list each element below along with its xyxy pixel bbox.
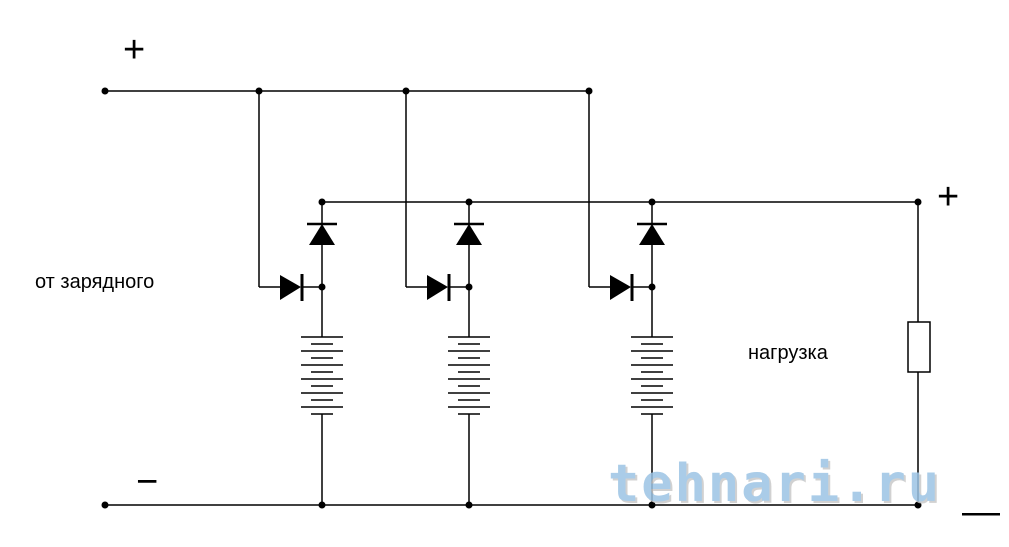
junction-dot: [318, 501, 326, 509]
charge-diode-icon: [610, 275, 631, 300]
junction-dot: [318, 198, 326, 206]
output-plus-label: +: [937, 176, 960, 218]
input-plus-label: +: [123, 29, 146, 71]
junction-dot: [648, 198, 656, 206]
discharge-diode-icon: [639, 224, 665, 245]
output-minus-label: —: [962, 491, 1000, 533]
watermark: tehnari.ru: [608, 454, 942, 514]
load-label: нагрузка: [748, 342, 828, 364]
junction-dot: [648, 501, 656, 509]
junction-dot: [101, 501, 109, 509]
charge-diode-icon: [427, 275, 448, 300]
load-resistor-icon: [907, 321, 931, 373]
charger-label: от зарядного: [35, 271, 155, 293]
charge-diode-icon: [280, 275, 301, 300]
junction-dot: [465, 501, 473, 509]
input-minus-label: −: [136, 461, 159, 503]
discharge-diode-icon: [309, 224, 335, 245]
junction-dot: [465, 198, 473, 206]
discharge-diode-icon: [456, 224, 482, 245]
junction-dot: [101, 87, 109, 95]
